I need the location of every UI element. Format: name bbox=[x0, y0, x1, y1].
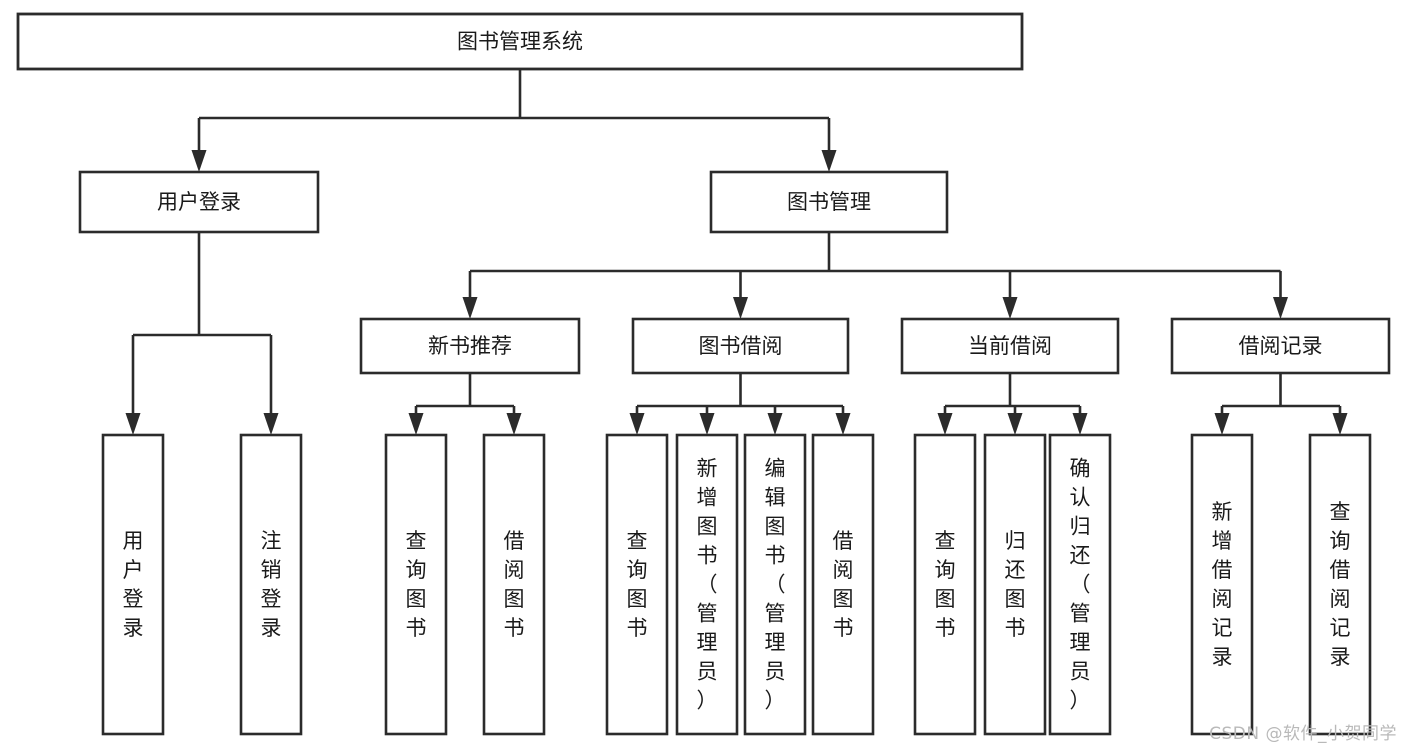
node-box-borrow-record bbox=[1170, 317, 1391, 375]
node-box-leaf-borrow-book-2 bbox=[811, 433, 875, 736]
node-label-leaf-query-book-2: 查询图书 bbox=[627, 529, 648, 640]
node-leaf-add-book[interactable]: 新增图书（管理员） bbox=[675, 433, 739, 736]
node-leaf-confirm-return[interactable]: 确认归还（管理员） bbox=[1048, 433, 1112, 736]
node-user-login[interactable]: 用户登录 bbox=[78, 170, 320, 234]
node-box-user-login bbox=[78, 170, 320, 234]
node-box-leaf-query-book-3 bbox=[913, 433, 977, 736]
node-label-leaf-add-book: 新增图书（管理员） bbox=[697, 457, 718, 713]
node-book-manage[interactable]: 图书管理 bbox=[709, 170, 949, 234]
node-label-user-login: 用户登录 bbox=[157, 190, 241, 214]
node-label-book-manage: 图书管理 bbox=[787, 190, 871, 214]
node-label-leaf-return-book: 归还图书 bbox=[1005, 529, 1026, 640]
node-box-book-borrow bbox=[631, 317, 850, 375]
node-leaf-query-book-1[interactable]: 查询图书 bbox=[384, 433, 448, 736]
node-label-book-borrow: 图书借阅 bbox=[699, 334, 783, 358]
node-box-leaf-edit-book bbox=[743, 433, 807, 736]
node-leaf-query-book-2[interactable]: 查询图书 bbox=[605, 433, 669, 736]
node-leaf-logout[interactable]: 注销登录 bbox=[239, 433, 303, 736]
node-label-leaf-borrow-book-1: 借阅图书 bbox=[504, 529, 525, 640]
node-box-book-manage bbox=[709, 170, 949, 234]
node-label-leaf-user-login: 用户登录 bbox=[123, 529, 144, 640]
node-leaf-edit-book[interactable]: 编辑图书（管理员） bbox=[743, 433, 807, 736]
node-label-leaf-add-record: 新增借阅记录 bbox=[1212, 500, 1233, 669]
node-label-new-book-rec: 新书推荐 bbox=[428, 334, 512, 358]
node-label-leaf-edit-book: 编辑图书（管理员） bbox=[765, 457, 786, 713]
node-box-leaf-query-book-2 bbox=[605, 433, 669, 736]
node-leaf-return-book[interactable]: 归还图书 bbox=[983, 433, 1047, 736]
node-label-root: 图书管理系统 bbox=[457, 30, 583, 54]
node-label-leaf-logout: 注销登录 bbox=[261, 529, 282, 640]
connector-layer bbox=[125, 69, 1348, 435]
node-label-borrow-record: 借阅记录 bbox=[1239, 334, 1323, 358]
node-leaf-borrow-book-2[interactable]: 借阅图书 bbox=[811, 433, 875, 736]
node-label-leaf-confirm-return: 确认归还（管理员） bbox=[1070, 457, 1091, 713]
node-box-leaf-confirm-return bbox=[1048, 433, 1112, 736]
node-label-current-borrow: 当前借阅 bbox=[968, 334, 1052, 358]
node-box-leaf-query-record bbox=[1308, 433, 1372, 736]
node-box-leaf-logout bbox=[239, 433, 303, 736]
node-label-leaf-borrow-book-2: 借阅图书 bbox=[833, 529, 854, 640]
node-leaf-query-book-3[interactable]: 查询图书 bbox=[913, 433, 977, 736]
node-box-leaf-return-book bbox=[983, 433, 1047, 736]
node-leaf-query-record[interactable]: 查询借阅记录 bbox=[1308, 433, 1372, 736]
node-box-leaf-query-book-1 bbox=[384, 433, 448, 736]
node-box-leaf-borrow-book-1 bbox=[482, 433, 546, 736]
node-layer: 图书管理系统用户登录图书管理新书推荐图书借阅当前借阅借阅记录用户登录注销登录查询… bbox=[16, 12, 1391, 736]
node-box-leaf-add-record bbox=[1190, 433, 1254, 736]
node-leaf-add-record[interactable]: 新增借阅记录 bbox=[1190, 433, 1254, 736]
node-label-leaf-query-record: 查询借阅记录 bbox=[1330, 500, 1351, 669]
node-root[interactable]: 图书管理系统 bbox=[16, 12, 1024, 71]
node-label-leaf-query-book-1: 查询图书 bbox=[406, 529, 427, 640]
node-borrow-record[interactable]: 借阅记录 bbox=[1170, 317, 1391, 375]
node-leaf-user-login[interactable]: 用户登录 bbox=[101, 433, 165, 736]
node-new-book-rec[interactable]: 新书推荐 bbox=[359, 317, 581, 375]
node-box-leaf-add-book bbox=[675, 433, 739, 736]
node-box-leaf-user-login bbox=[101, 433, 165, 736]
node-box-root bbox=[16, 12, 1024, 71]
node-current-borrow[interactable]: 当前借阅 bbox=[900, 317, 1120, 375]
node-box-new-book-rec bbox=[359, 317, 581, 375]
node-book-borrow[interactable]: 图书借阅 bbox=[631, 317, 850, 375]
node-leaf-borrow-book-1[interactable]: 借阅图书 bbox=[482, 433, 546, 736]
node-label-leaf-query-book-3: 查询图书 bbox=[935, 529, 956, 640]
node-box-current-borrow bbox=[900, 317, 1120, 375]
